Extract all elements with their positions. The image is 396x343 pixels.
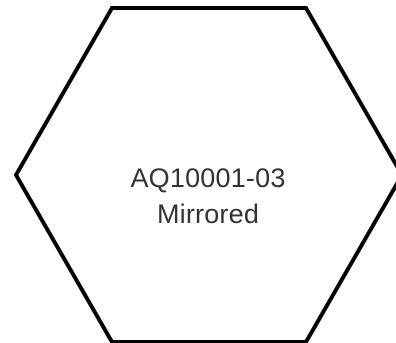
label-line-status: Mirrored [156, 199, 260, 229]
hexagon-shape [13, 6, 396, 343]
hexagon-label: AQ10001-03 Mirrored [0, 160, 396, 232]
label-line-id: AQ10001-03 [130, 163, 286, 193]
